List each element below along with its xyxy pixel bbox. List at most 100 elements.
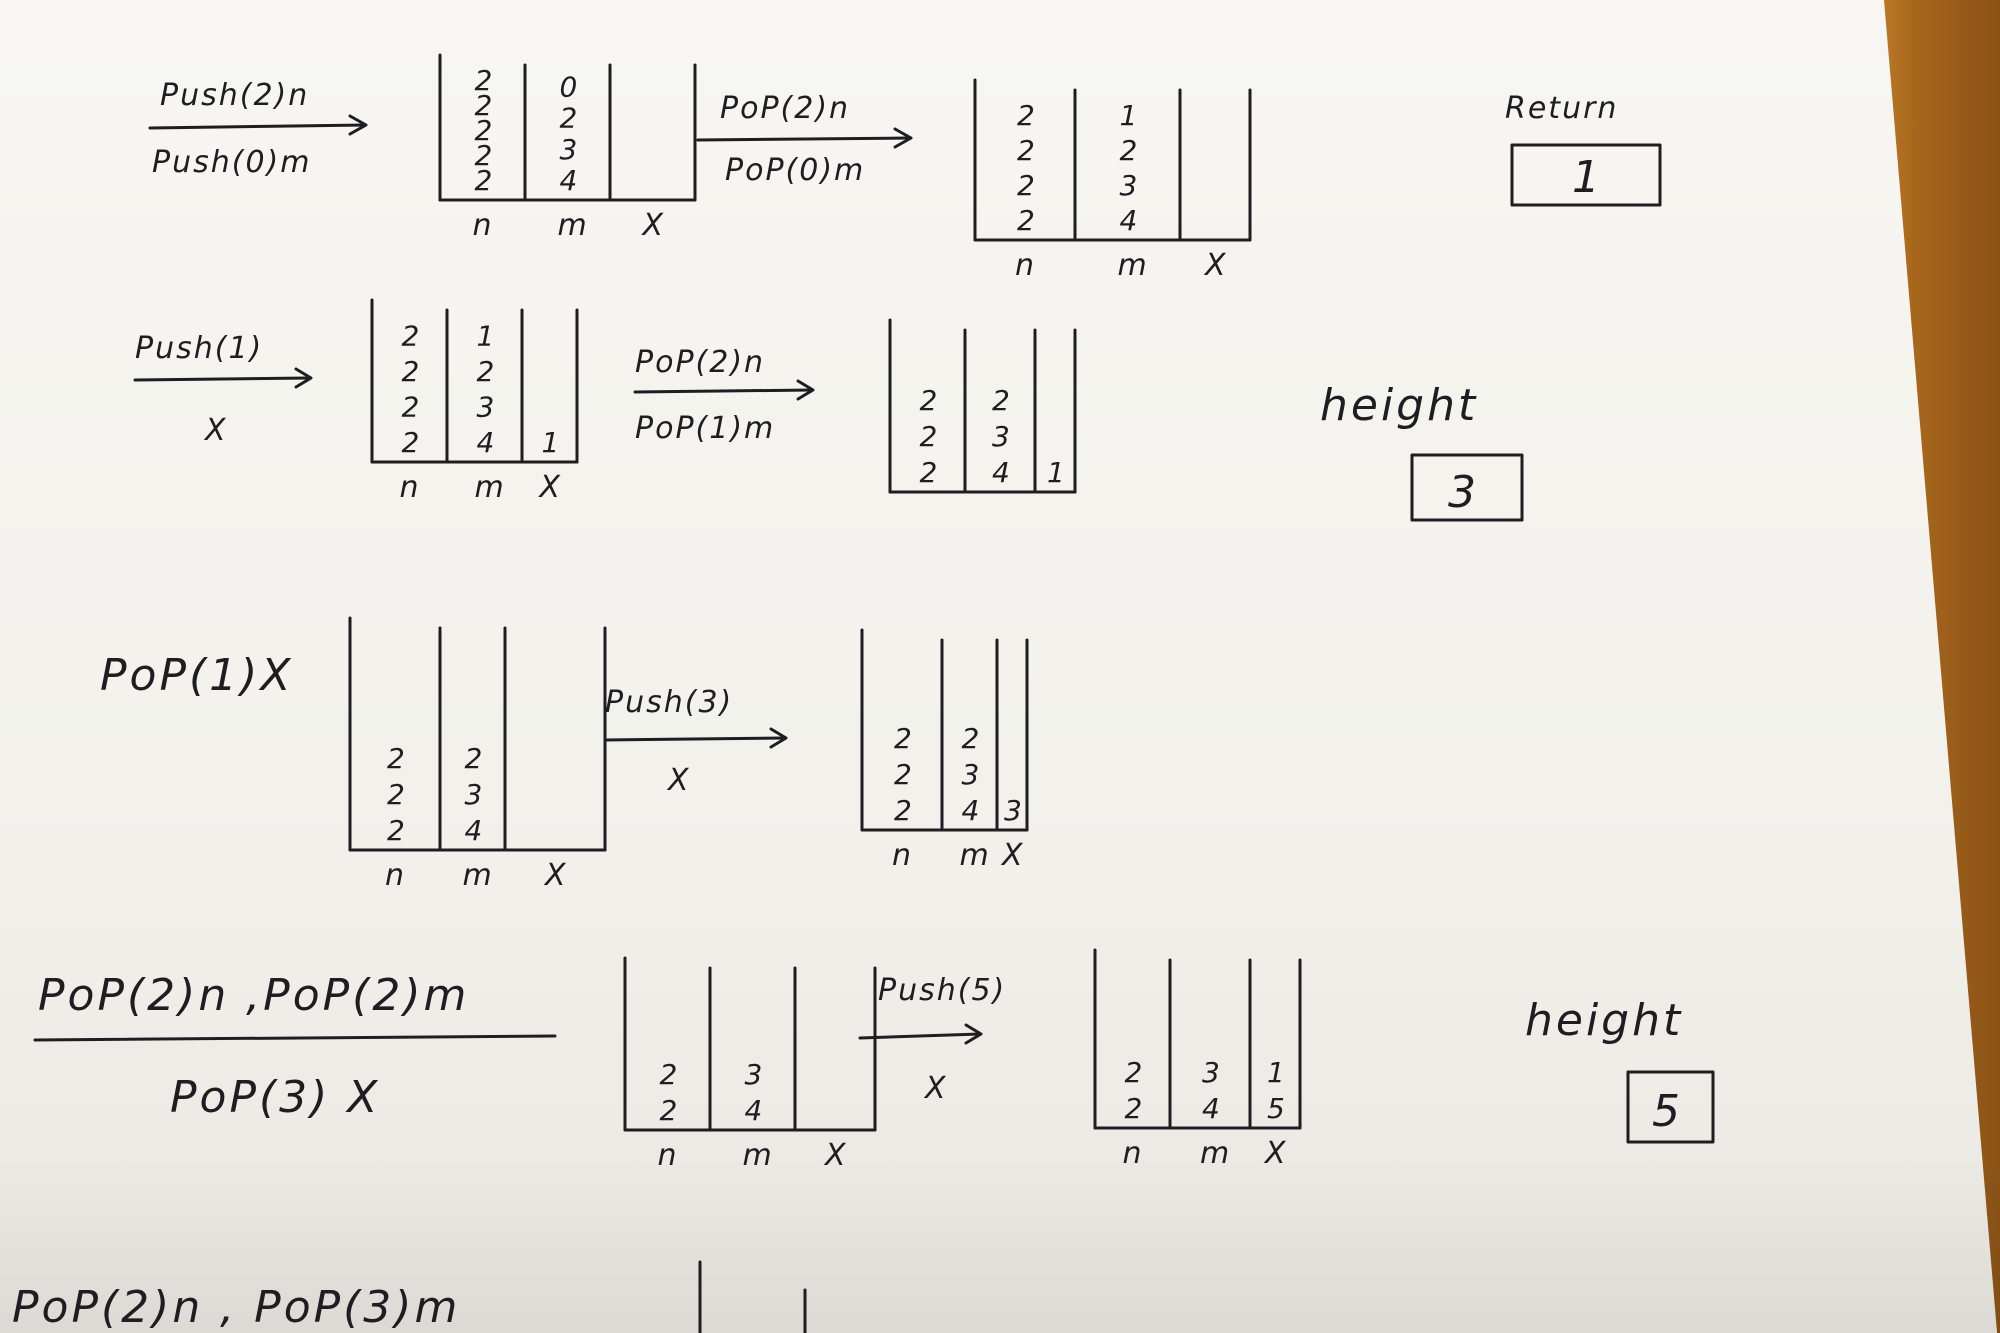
stack-X: 3X <box>995 638 1029 873</box>
stack-item: 5 <box>1267 1092 1285 1125</box>
arrow-line <box>858 1032 982 1040</box>
stack-item: 4 <box>992 456 1010 489</box>
stack-item: 2 <box>475 89 493 122</box>
result-label: Return <box>1505 91 1618 126</box>
stack-X: 1X <box>520 308 579 505</box>
stack-item: 2 <box>402 391 420 424</box>
op-top: Push(3) <box>605 685 733 720</box>
stack-item: 3 <box>962 758 980 791</box>
op-bottom: PoP(0)m <box>725 153 865 188</box>
op-top: Push(5) <box>878 973 1006 1008</box>
stack-X: 15X <box>1248 958 1302 1171</box>
op-top: PoP(2)n , PoP(3)m <box>12 1282 460 1333</box>
stack-item: 2 <box>560 102 578 135</box>
result-box <box>1410 453 1524 522</box>
op-bottom: PoP(3) X <box>170 1072 380 1123</box>
stack-item: 2 <box>894 722 912 755</box>
stack-item: 2 <box>1017 169 1035 202</box>
stack-item: 2 <box>1017 99 1035 132</box>
stack-label: X <box>538 470 563 505</box>
arrow-head-icon <box>893 127 913 149</box>
stack-item: 3 <box>992 420 1010 453</box>
stack-col-1: 234 <box>963 328 1037 494</box>
stack-label: X <box>1263 1136 1288 1171</box>
step-4-operation: PoP(2)n PoP(1)m <box>633 345 815 446</box>
stack-item: 1 <box>1120 99 1138 132</box>
result-value: 5 <box>1652 1086 1683 1137</box>
stack-label: m <box>463 858 494 893</box>
stack-item: 2 <box>920 456 938 489</box>
stack-item: 4 <box>962 794 980 827</box>
stack-item: 1 <box>477 320 495 353</box>
step-7-operation: PoP(2)n ,PoP(2)m PoP(3) X <box>33 970 557 1123</box>
stack-X: X <box>503 626 607 893</box>
stack-label: m <box>743 1138 774 1173</box>
stack-label: n <box>473 208 494 243</box>
stack-label: m <box>475 470 506 505</box>
stack-label: n <box>658 1138 679 1173</box>
stack-item: 2 <box>894 758 912 791</box>
page-shadow <box>0 1150 2000 1333</box>
step-3-operation: Push(1) X <box>133 331 313 448</box>
stack-label: X <box>543 858 568 893</box>
stack-label: X <box>641 208 666 243</box>
stack-item: 4 <box>745 1094 763 1127</box>
result-label: height <box>1525 995 1683 1046</box>
step-8-operation: Push(5) X <box>858 973 1006 1106</box>
arrow-line <box>603 736 787 742</box>
op-bottom: X <box>923 1071 948 1106</box>
stack-item: 2 <box>475 139 493 172</box>
arrow-head-icon <box>294 367 313 389</box>
stack-item: 2 <box>387 778 405 811</box>
step-2-operation: PoP(2)n PoP(0)m <box>696 91 913 188</box>
stack-label: m <box>960 838 991 873</box>
stack-item: 2 <box>894 794 912 827</box>
stack-item: 2 <box>465 742 483 775</box>
op-bottom: X <box>666 763 691 798</box>
stack-item: 2 <box>402 320 420 353</box>
stack-X: X <box>793 966 877 1173</box>
stack-item: 1 <box>1267 1056 1285 1089</box>
stack-label: n <box>1015 248 1036 283</box>
stack-label: X <box>1000 838 1025 873</box>
stack-item: 4 <box>465 814 483 847</box>
fraction-line <box>33 1034 557 1042</box>
stack-item: 2 <box>475 114 493 147</box>
stack-item: 3 <box>1004 794 1022 827</box>
stack-n: 22n <box>623 966 712 1173</box>
stack-X: X <box>608 63 697 243</box>
stack-item: 4 <box>560 164 578 197</box>
stack-item: 2 <box>1125 1092 1143 1125</box>
stack-item: 3 <box>560 133 578 166</box>
arrow-head-icon <box>769 727 788 749</box>
arrow-line <box>133 376 312 382</box>
stack-item: 3 <box>1120 169 1138 202</box>
stack-col-0: 222 <box>888 328 967 494</box>
stack-item: 1 <box>542 426 560 459</box>
stack-item: 4 <box>1202 1092 1220 1125</box>
cutoff-step: PoP(2)n , PoP(3)m <box>12 1260 807 1333</box>
stack-item: 4 <box>1120 204 1138 237</box>
stack-item: 2 <box>660 1094 678 1127</box>
stack-item: 2 <box>1017 204 1035 237</box>
op-top: Push(2)n <box>160 78 309 113</box>
stack-item: 1 <box>1047 456 1065 489</box>
stack-item: 2 <box>920 420 938 453</box>
stack-item: 2 <box>475 164 493 197</box>
result-return: Return 1 <box>1505 91 1662 207</box>
result-value: 3 <box>1448 467 1479 518</box>
op-top: PoP(1)X <box>100 650 293 701</box>
stack-item: 2 <box>387 742 405 775</box>
